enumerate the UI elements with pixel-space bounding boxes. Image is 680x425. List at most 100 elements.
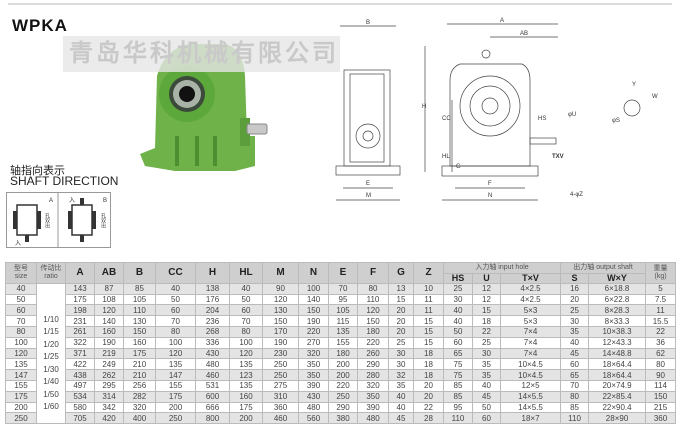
value-cell: 20×74.9: [588, 379, 647, 392]
value-cell: 249: [94, 358, 124, 371]
value-cell: 176: [195, 293, 230, 306]
value-cell: 322: [65, 336, 95, 349]
header-ratio-cn: 传动比: [40, 264, 62, 272]
value-cell: 25: [443, 282, 473, 295]
header-hl: HL: [229, 262, 263, 284]
header-u: U: [472, 272, 501, 284]
value-cell: 8×28.3: [588, 304, 647, 317]
dimension-drawing: B E M A AB H CC HL G F N 4-φZ HS φU TXV …: [335, 18, 658, 201]
header-weight-cn: 重量: [653, 264, 668, 272]
value-cell: 70: [229, 315, 263, 327]
value-cell: 60: [472, 412, 501, 425]
value-cell: 85: [443, 390, 473, 403]
value-cell: 80: [229, 325, 263, 338]
value-cell: 22: [645, 325, 677, 338]
header-output-group: 出力轴 output shaft: [560, 262, 647, 274]
dim-g: G: [456, 164, 461, 170]
value-cell: 20: [413, 379, 444, 392]
value-cell: 110: [357, 293, 389, 306]
value-cell: 150: [357, 315, 389, 327]
header-h: H: [195, 262, 230, 284]
value-cell: 250: [262, 358, 299, 371]
value-cell: 70: [328, 282, 358, 295]
value-cell: 65: [443, 347, 473, 360]
value-cell: 560: [298, 412, 329, 425]
value-cell: 250: [155, 412, 196, 425]
value-cell: 460: [262, 412, 299, 425]
header-input-group: 入力轴 input hole: [442, 262, 562, 274]
value-cell: 11: [413, 293, 444, 306]
value-cell: 310: [262, 390, 299, 403]
value-cell: 20: [388, 325, 414, 338]
value-cell: 5: [645, 282, 677, 295]
value-cell: 95: [328, 293, 358, 306]
value-cell: 40: [388, 390, 414, 403]
value-cell: 438: [65, 369, 95, 381]
header-txv: T×V: [499, 272, 562, 284]
header-e: E: [328, 262, 358, 284]
value-cell: 120: [155, 347, 196, 360]
value-cell: 175: [123, 347, 156, 360]
value-cell: 20: [388, 315, 414, 327]
dim-txv: TXV: [552, 154, 564, 160]
header-hs: HS: [443, 272, 473, 284]
value-cell: 18×7: [499, 412, 562, 425]
header-size-cn: 型号: [14, 264, 28, 272]
value-cell: 18: [413, 347, 444, 360]
value-cell: 40: [229, 282, 263, 295]
value-cell: 200: [229, 412, 263, 425]
value-cell: 130: [262, 304, 299, 317]
value-cell: 62: [645, 347, 677, 360]
value-cell: 220: [298, 325, 329, 338]
header-ratio-en: ratio: [44, 272, 58, 280]
value-cell: 7.5: [645, 293, 677, 306]
value-cell: 87: [94, 282, 124, 295]
value-cell: 170: [262, 325, 299, 338]
size-cell: 80: [5, 325, 37, 338]
ratio-value: 1/25: [43, 352, 59, 362]
value-cell: 18: [472, 315, 501, 327]
value-cell: 260: [357, 347, 389, 360]
value-cell: 4×2.5: [499, 282, 562, 295]
value-cell: 140: [94, 315, 124, 327]
value-cell: 200: [328, 369, 358, 381]
size-cell: 60: [5, 304, 37, 317]
header-s: S: [560, 272, 590, 284]
header-a: A: [65, 262, 95, 284]
value-cell: 580: [65, 401, 95, 414]
value-cell: 12: [472, 282, 501, 295]
value-cell: 7×4: [499, 347, 562, 360]
value-cell: 320: [357, 379, 389, 392]
size-cell: 135: [5, 358, 37, 371]
value-cell: 256: [123, 379, 156, 392]
value-cell: 70: [560, 379, 590, 392]
value-cell: 123: [229, 369, 263, 381]
value-cell: 22: [472, 325, 501, 338]
value-cell: 497: [65, 379, 95, 392]
value-cell: 35: [388, 379, 414, 392]
value-cell: 30: [443, 293, 473, 306]
value-cell: 13: [388, 282, 414, 295]
value-cell: 371: [65, 347, 95, 360]
value-cell: 80: [645, 358, 677, 371]
value-cell: 70: [155, 315, 196, 327]
panel-b-in: 入: [69, 197, 75, 204]
value-cell: 231: [65, 315, 95, 327]
value-cell: 15: [413, 315, 444, 327]
value-cell: 175: [65, 293, 95, 306]
value-cell: 10×4.5: [499, 358, 562, 371]
value-cell: 115: [328, 315, 358, 327]
value-cell: 290: [357, 358, 389, 371]
value-cell: 531: [195, 379, 230, 392]
value-cell: 135: [229, 379, 263, 392]
value-cell: 380: [328, 412, 358, 425]
value-cell: 175: [229, 401, 263, 414]
value-cell: 80: [357, 282, 389, 295]
ratio-value: 1/30: [43, 364, 59, 374]
value-cell: 90: [645, 369, 677, 381]
value-cell: 147: [155, 369, 196, 381]
value-cell: 75: [443, 369, 473, 381]
